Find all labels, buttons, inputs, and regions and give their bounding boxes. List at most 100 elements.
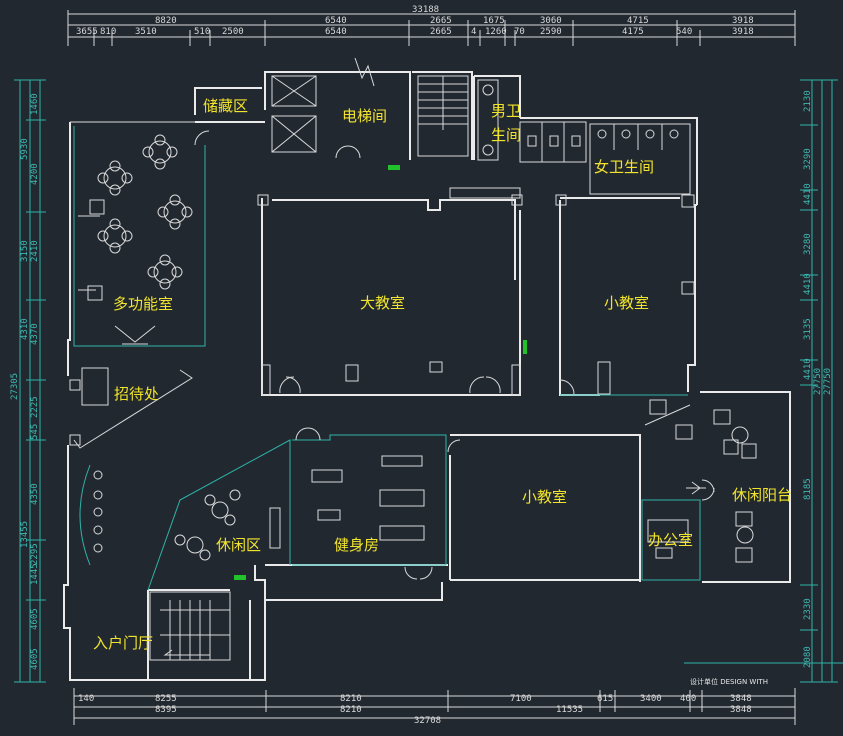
bottom-dim2-2: 8210 — [340, 705, 362, 715]
right-total-dim-1: 27750 — [813, 368, 823, 395]
right-dimension-lines — [800, 79, 838, 683]
left-dim-3: 4200 — [30, 163, 40, 185]
room-label-leisure-area: 休闲区 — [216, 536, 261, 554]
elevator-shafts — [271, 57, 375, 159]
room-label-reception: 招待处 — [114, 385, 159, 403]
left-dim-14: 4605 — [30, 608, 40, 630]
room-label-mens-wc-line2: 生间 — [491, 126, 521, 144]
multifunction-tables — [97, 134, 193, 345]
right-dim-2: 3290 — [803, 148, 813, 170]
top-dim-row2: 3655 810 3510 510 2500 6540 2665 4 1260 … — [76, 27, 754, 37]
top-dim-2: 6540 — [325, 16, 347, 26]
left-dim-7: 4370 — [30, 323, 40, 345]
bottom-dim-8: 3848 — [730, 694, 752, 704]
left-dimension-lines — [14, 79, 46, 683]
right-dim-5: 4410 — [803, 273, 813, 295]
room-label-mens-wc-line1: 男卫 — [491, 102, 521, 120]
top-dim2-7: 2665 — [430, 27, 452, 37]
top-dim2-5: 2500 — [222, 27, 244, 37]
big-classroom-walls — [257, 194, 523, 396]
room-label-multifunction: 多功能室 — [113, 295, 173, 313]
restroom-fixtures — [449, 79, 691, 199]
top-dim2-12: 4175 — [622, 27, 644, 37]
door-swings — [194, 130, 715, 580]
bottom-dimension-lines — [73, 688, 796, 725]
left-dim-11: 4350 — [30, 483, 40, 505]
left-dim-8: 2225 — [30, 396, 40, 418]
right-dim-4: 3280 — [803, 233, 813, 255]
top-dim2-6: 6540 — [325, 27, 347, 37]
top-dim2-13: 540 — [676, 27, 692, 37]
left-dim-15: 4605 — [30, 648, 40, 670]
bottom-dim-2: 8255 — [155, 694, 177, 704]
bottom-dim-row1: 140 8255 8210 7100 615 3400 400 3848 — [78, 694, 752, 704]
room-label-office: 办公室 — [648, 531, 693, 549]
top-dim-4: 1675 — [483, 16, 505, 26]
left-dim-6: 4310 — [20, 318, 30, 340]
bottom-dim2-4: 3848 — [730, 705, 752, 715]
entrance-stairs — [149, 591, 231, 661]
top-dim-1: 8820 — [155, 16, 177, 26]
left-dim-9: 545 — [30, 424, 40, 440]
left-dim-segments: 1460 5930 4200 3150 2410 4310 4370 2225 … — [20, 93, 40, 670]
room-label-entrance: 入户门厅 — [93, 634, 153, 652]
room-label-leisure-balcony: 休闲阳台 — [732, 486, 792, 504]
left-dim-12: 2295 — [30, 543, 40, 565]
bottom-dim-row2: 8395 8210 11535 3848 — [155, 705, 752, 715]
small-classroom-top-walls — [555, 194, 695, 396]
left-total-dim: 27305 — [10, 373, 20, 400]
bottom-total-dim: 32708 — [414, 716, 441, 726]
leisure-furniture — [79, 464, 241, 566]
top-dim-5: 3060 — [540, 16, 562, 26]
top-dim2-9: 1260 — [485, 27, 507, 37]
reception-counter — [69, 367, 193, 449]
left-dim-10: 13455 — [20, 521, 30, 548]
top-dim2-1: 3655 — [76, 27, 98, 37]
bottom-dim-7: 400 — [680, 694, 696, 704]
top-dim2-10: 70 — [514, 27, 525, 37]
top-dim2-4: 510 — [194, 27, 210, 37]
top-dim-6: 4715 — [627, 16, 649, 26]
balcony-furniture — [644, 399, 757, 563]
room-label-gym: 健身房 — [334, 536, 379, 554]
left-dim-1: 1460 — [30, 93, 40, 115]
room-label-elevator: 电梯间 — [342, 107, 387, 125]
top-dim2-8: 4 — [471, 27, 476, 37]
leisure-area-walls — [147, 439, 291, 591]
gym-equipment — [311, 455, 425, 541]
exterior-walls — [63, 71, 791, 681]
left-dim-4: 3150 — [20, 240, 30, 262]
top-dim2-11: 2590 — [540, 27, 562, 37]
gym-walls — [292, 434, 447, 566]
bottom-dim-4: 7100 — [510, 694, 532, 704]
right-total-dim-2: 27750 — [823, 368, 833, 395]
top-dim2-2: 810 — [100, 27, 116, 37]
bottom-dim2-1: 8395 — [155, 705, 177, 715]
top-dim-7: 3918 — [732, 16, 754, 26]
right-dim-3: 4410 — [803, 183, 813, 205]
office-walls — [641, 481, 706, 581]
room-label-small-classroom-top: 小教室 — [604, 294, 649, 312]
right-dim-1: 2130 — [803, 90, 813, 112]
top-dimension-lines — [67, 10, 796, 46]
top-total-dim: 33188 — [412, 5, 439, 15]
left-dim-13: 1445 — [30, 563, 40, 585]
right-dim-10: 2080 — [803, 646, 813, 668]
bottom-dim-3: 8210 — [340, 694, 362, 704]
bottom-dim-6: 3400 — [640, 694, 662, 704]
right-dim-segments: 2130 3290 4410 3280 4410 3135 4410 8185 … — [803, 90, 813, 668]
top-dim-3: 2665 — [430, 16, 452, 26]
room-label-storage: 储藏区 — [203, 97, 248, 115]
top-dim-row1: 8820 6540 2665 1675 3060 4715 3918 — [155, 16, 754, 26]
legend-design-unit: 设计单位 DESIGN WITH — [690, 677, 768, 686]
top-dim2-14: 3918 — [732, 27, 754, 37]
multifunction-room-walls — [73, 126, 206, 347]
stairs-top — [417, 75, 469, 157]
room-label-big-classroom: 大教室 — [360, 294, 405, 312]
top-dim2-3: 3510 — [135, 27, 157, 37]
right-dim-9: 2330 — [803, 598, 813, 620]
right-dim-8: 8185 — [803, 478, 813, 500]
green-markers — [234, 165, 527, 580]
